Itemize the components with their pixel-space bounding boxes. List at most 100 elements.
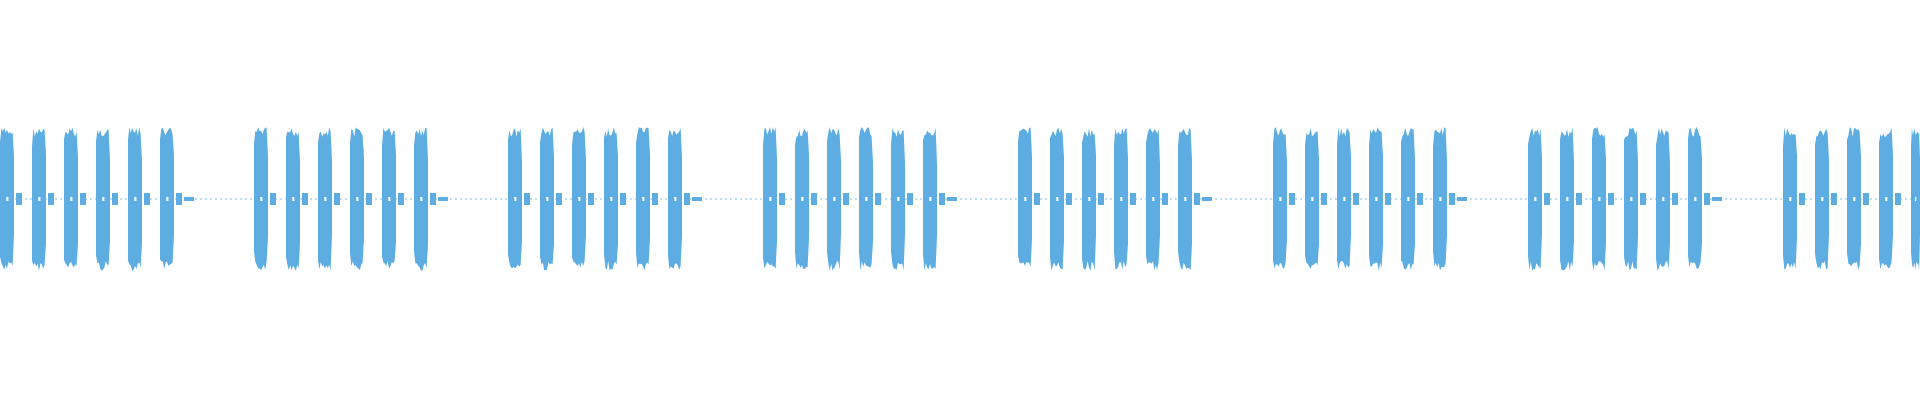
waveform-tick bbox=[620, 193, 626, 205]
waveform-notch bbox=[1821, 197, 1824, 201]
waveform-notch bbox=[6, 197, 9, 201]
waveform-tick bbox=[907, 193, 913, 205]
waveform-notch bbox=[356, 197, 359, 201]
waveform-notch bbox=[1152, 197, 1155, 201]
waveform-notch bbox=[1088, 197, 1091, 201]
waveform-notch bbox=[865, 197, 868, 201]
waveform-tick bbox=[1385, 193, 1391, 205]
waveform-tick bbox=[1544, 193, 1550, 205]
waveform-notch bbox=[134, 197, 137, 201]
waveform-notch bbox=[166, 197, 169, 201]
waveform-tick bbox=[588, 193, 594, 205]
waveform-tick bbox=[779, 193, 785, 205]
waveform-tail bbox=[1457, 197, 1467, 201]
waveform-tick bbox=[1289, 193, 1295, 205]
waveform-group bbox=[1783, 127, 1920, 271]
waveform-notch bbox=[1789, 197, 1792, 201]
waveform-notch bbox=[70, 197, 73, 201]
waveform-notch bbox=[833, 197, 836, 201]
waveform-notch bbox=[1184, 197, 1187, 201]
waveform-notch bbox=[1056, 197, 1059, 201]
waveform-notch bbox=[1853, 197, 1856, 201]
waveform-tail bbox=[947, 197, 957, 201]
waveform-notch bbox=[897, 197, 900, 201]
waveform-tick bbox=[398, 193, 404, 205]
waveform-tick bbox=[1098, 193, 1104, 205]
waveform-group bbox=[254, 127, 448, 271]
waveform-tick bbox=[302, 193, 308, 205]
waveform-tick bbox=[1704, 193, 1710, 205]
waveform-notch bbox=[1439, 197, 1442, 201]
waveform-tick bbox=[1831, 193, 1837, 205]
waveform-tick bbox=[366, 193, 372, 205]
waveform-notch bbox=[38, 197, 41, 201]
waveform-tick bbox=[270, 193, 276, 205]
waveform-notch bbox=[578, 197, 581, 201]
waveform-notch bbox=[514, 197, 517, 201]
waveform-tick bbox=[1417, 193, 1423, 205]
waveform-notch bbox=[1375, 197, 1378, 201]
waveform-tick bbox=[843, 193, 849, 205]
waveform-tick bbox=[1672, 193, 1678, 205]
waveform-group bbox=[1528, 127, 1722, 271]
waveform-notch bbox=[769, 197, 772, 201]
waveform-notch bbox=[674, 197, 677, 201]
waveform-tick bbox=[144, 193, 150, 205]
waveform-notch bbox=[1598, 197, 1601, 201]
waveform-tick bbox=[1449, 193, 1455, 205]
waveform-group bbox=[508, 127, 702, 271]
waveform-tick bbox=[112, 193, 118, 205]
waveform-groups bbox=[0, 127, 1920, 271]
waveform-tick bbox=[811, 193, 817, 205]
waveform-tick bbox=[1863, 193, 1869, 205]
waveform-notch bbox=[801, 197, 804, 201]
waveform-notch bbox=[1915, 197, 1917, 201]
waveform-tick bbox=[524, 193, 530, 205]
waveform-tick bbox=[1799, 193, 1805, 205]
waveform-notch bbox=[1662, 197, 1665, 201]
waveform-group bbox=[0, 127, 194, 271]
waveform-tick bbox=[430, 193, 436, 205]
waveform-group bbox=[763, 127, 957, 271]
waveform-tick bbox=[1353, 193, 1359, 205]
waveform-tick bbox=[684, 193, 690, 205]
waveform-tick bbox=[1130, 193, 1136, 205]
waveform-notch bbox=[1024, 197, 1027, 201]
waveform-notch bbox=[1885, 197, 1888, 201]
waveform-notch bbox=[929, 197, 932, 201]
waveform-notch bbox=[546, 197, 549, 201]
waveform-tick bbox=[1608, 193, 1614, 205]
waveform-tick bbox=[1066, 193, 1072, 205]
waveform-notch bbox=[1311, 197, 1314, 201]
waveform-tail bbox=[438, 197, 448, 201]
waveform-tick bbox=[1640, 193, 1646, 205]
waveform-tail bbox=[692, 197, 702, 201]
waveform-notch bbox=[1279, 197, 1282, 201]
waveform-notch bbox=[610, 197, 613, 201]
waveform-tick bbox=[48, 193, 54, 205]
waveform-notch bbox=[1630, 197, 1633, 201]
waveform-tail bbox=[1712, 197, 1722, 201]
waveform-tick bbox=[939, 193, 945, 205]
waveform-group bbox=[1018, 127, 1212, 271]
waveform-notch bbox=[1566, 197, 1569, 201]
waveform-notch bbox=[1694, 197, 1697, 201]
waveform-notch bbox=[1120, 197, 1123, 201]
waveform-tick bbox=[1895, 193, 1901, 205]
waveform-notch bbox=[642, 197, 645, 201]
waveform-tick bbox=[16, 193, 22, 205]
waveform-tick bbox=[1162, 193, 1168, 205]
waveform-tick bbox=[556, 193, 562, 205]
waveform-notch bbox=[1407, 197, 1410, 201]
waveform-tick bbox=[1576, 193, 1582, 205]
waveform-tail bbox=[1202, 197, 1212, 201]
waveform-tick bbox=[334, 193, 340, 205]
waveform-tick bbox=[875, 193, 881, 205]
waveform-tick bbox=[1034, 193, 1040, 205]
waveform-notch bbox=[292, 197, 295, 201]
waveform-notch bbox=[388, 197, 391, 201]
waveform-group bbox=[1273, 127, 1467, 271]
waveform-notch bbox=[1343, 197, 1346, 201]
waveform-notch bbox=[420, 197, 423, 201]
